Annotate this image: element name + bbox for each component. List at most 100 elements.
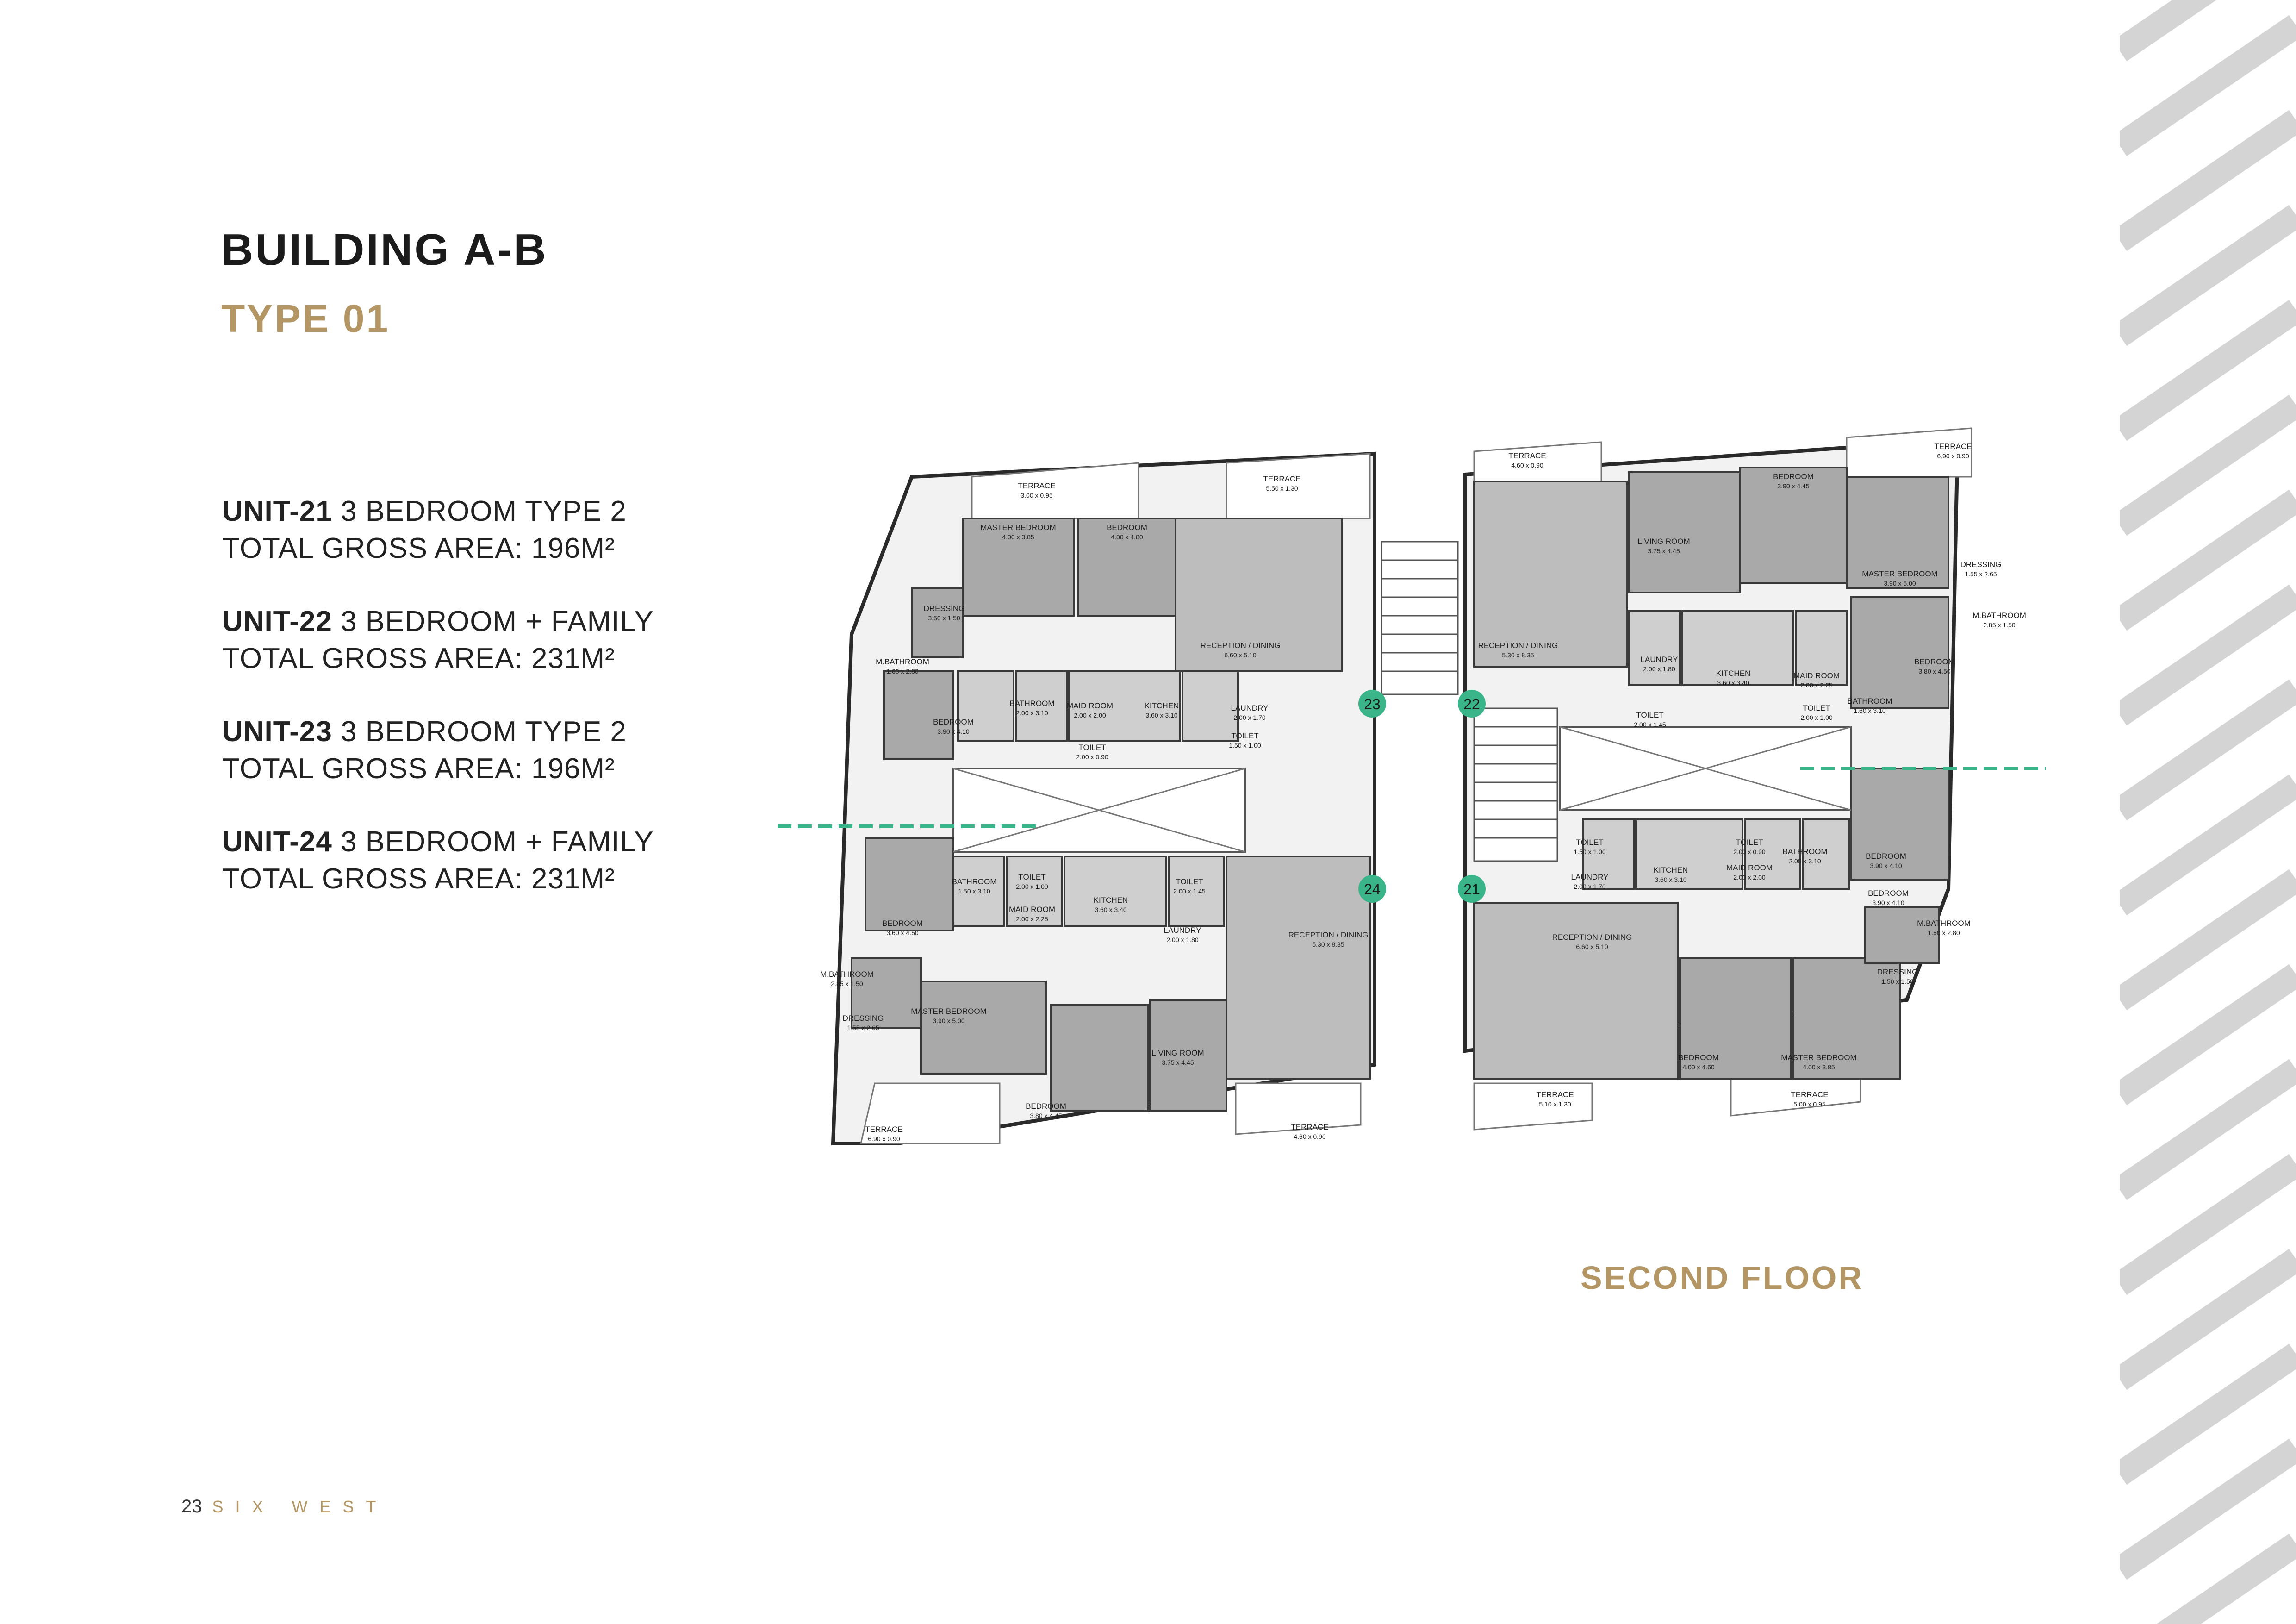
room-block <box>1175 518 1343 672</box>
room-dimension: 3.60 x 3.40 <box>1095 906 1126 913</box>
room-block <box>1006 856 1063 927</box>
room-dimension: 2.00 x 1.00 <box>1016 883 1048 890</box>
room-dimension: 3.80 x 4.50 <box>1918 668 1950 675</box>
room-label: TOILET <box>1636 711 1663 719</box>
room-block <box>1582 818 1635 890</box>
room-dimension: 2.00 x 1.80 <box>1166 936 1198 943</box>
room-dimension: 5.30 x 8.35 <box>1312 941 1344 948</box>
stripe <box>2120 15 2296 156</box>
room-block <box>1846 476 1949 589</box>
room-label: LAUNDRY <box>1571 873 1609 881</box>
room-block <box>1802 818 1850 890</box>
room-label: MASTER BEDROOM <box>1781 1053 1856 1062</box>
room-block <box>920 981 1047 1075</box>
room-block <box>1628 471 1741 593</box>
room-dimension: 5.00 x 0.95 <box>1793 1100 1825 1108</box>
room-block <box>1792 957 1901 1080</box>
room-label: DRESSING <box>1877 968 1918 976</box>
room-dimension: 3.60 x 4.50 <box>886 929 918 937</box>
unit-area: TOTAL GROSS AREA: 231M² <box>222 863 615 895</box>
room-label: MAID ROOM <box>1009 905 1055 914</box>
room-label: RECEPTION / DINING <box>1288 931 1369 939</box>
room-dimension: 2.00 x 0.90 <box>1076 753 1108 761</box>
room-label: KITCHEN <box>1094 896 1128 905</box>
room-label: BATHROOM <box>1010 699 1055 708</box>
room-dimension: 2.00 x 1.00 <box>1800 714 1832 721</box>
room-dimension: 1.50 x 3.10 <box>958 887 990 895</box>
room-dimension: 2.00 x 1.70 <box>1233 714 1265 721</box>
room-block <box>957 670 1014 742</box>
room-dimension: 5.30 x 8.35 <box>1502 651 1534 659</box>
unit-area: TOTAL GROSS AREA: 196M² <box>222 532 615 564</box>
stripe <box>2120 1343 2296 1485</box>
room-dimension: 1.50 x 2.80 <box>1928 929 1960 937</box>
room-dimension: 2.00 x 2.00 <box>1733 874 1765 881</box>
unit-item: UNIT-23 3 BEDROOM TYPE 2 TOTAL GROSS ARE… <box>222 713 722 787</box>
room-label: LIVING ROOM <box>1637 537 1690 546</box>
room-label: MASTER BEDROOM <box>1862 569 1937 578</box>
room-dimension: 4.00 x 4.80 <box>1111 533 1143 541</box>
room-dimension: 3.90 x 4.10 <box>937 728 969 735</box>
unit-code: UNIT-21 <box>222 495 332 527</box>
room-dimension: 3.90 x 5.00 <box>1884 580 1916 587</box>
room-label: LIVING ROOM <box>1151 1049 1204 1057</box>
stripe <box>2120 774 2296 916</box>
room-block <box>911 587 964 658</box>
room-label: TERRACE <box>1291 1123 1328 1131</box>
room-label: TOILET <box>1576 838 1603 847</box>
room-label: BEDROOM <box>1773 472 1814 481</box>
room-dimension: 3.80 x 4.45 <box>1030 1112 1062 1119</box>
page-number: 23 <box>181 1496 202 1517</box>
room-block <box>1850 596 1949 709</box>
room-block <box>1182 670 1239 742</box>
room-block <box>1226 856 1371 1080</box>
stripe <box>2120 1438 2296 1580</box>
room-dimension: 3.90 x 4.10 <box>1872 899 1904 906</box>
room-block <box>865 837 954 931</box>
room-label: MAID ROOM <box>1067 701 1113 710</box>
room-block <box>1744 818 1801 890</box>
room-dimension: 5.50 x 1.30 <box>1266 485 1298 492</box>
floor-label: SECOND FLOOR <box>1580 1260 1864 1296</box>
decorative-stripes <box>2120 0 2296 1624</box>
stripe <box>2120 869 2296 1011</box>
room-block <box>1850 768 1949 881</box>
room-dimension: 3.50 x 1.50 <box>928 614 960 622</box>
room-label: TERRACE <box>1536 1090 1574 1099</box>
room-label: BEDROOM <box>1866 852 1906 861</box>
room-label: LAUNDRY <box>1164 926 1201 935</box>
room-label: BEDROOM <box>1107 523 1147 532</box>
room-label: RECEPTION / DINING <box>1552 933 1632 942</box>
room-dimension: 4.60 x 0.90 <box>1294 1133 1325 1140</box>
stripe <box>2120 1154 2296 1295</box>
room-block <box>1795 610 1848 686</box>
room-dimension: 6.90 x 0.90 <box>868 1135 900 1143</box>
unit-item: UNIT-22 3 BEDROOM + FAMILY TOTAL GROSS A… <box>222 603 722 677</box>
room-label: MAID ROOM <box>1726 863 1773 872</box>
unit-marker <box>1458 875 1486 903</box>
room-label: RECEPTION / DINING <box>1478 641 1558 650</box>
room-dimension: 2.00 x 1.45 <box>1173 887 1205 895</box>
room-dimension: 1.60 x 3.10 <box>1854 707 1885 714</box>
room-block <box>1149 999 1227 1112</box>
unit-item: UNIT-21 3 BEDROOM TYPE 2 TOTAL GROSS ARE… <box>222 493 722 567</box>
room-dimension: 3.75 x 4.45 <box>1162 1059 1194 1066</box>
room-label: TOILET <box>1803 704 1830 712</box>
unit-type: 3 BEDROOM + FAMILY <box>341 606 654 637</box>
room-label: TOILET <box>1018 873 1045 881</box>
room-label: TERRACE <box>1508 451 1546 460</box>
room-label: RECEPTION / DINING <box>1201 641 1281 650</box>
room-dimension: 2.00 x 3.10 <box>1789 857 1821 865</box>
stripe-pattern <box>2120 0 2296 1624</box>
room-dimension: 4.00 x 4.60 <box>1682 1063 1714 1071</box>
unit-code: UNIT-22 <box>222 606 332 637</box>
room-label: KITCHEN <box>1716 669 1751 678</box>
room-label: TOILET <box>1231 731 1258 740</box>
room-label: MASTER BEDROOM <box>911 1007 986 1016</box>
room-label: TERRACE <box>865 1125 902 1134</box>
unit-type: 3 BEDROOM + FAMILY <box>341 826 654 858</box>
terrace-outline <box>1473 1082 1593 1131</box>
room-label: BEDROOM <box>882 919 923 928</box>
room-dimension: 4.00 x 3.85 <box>1002 533 1034 541</box>
